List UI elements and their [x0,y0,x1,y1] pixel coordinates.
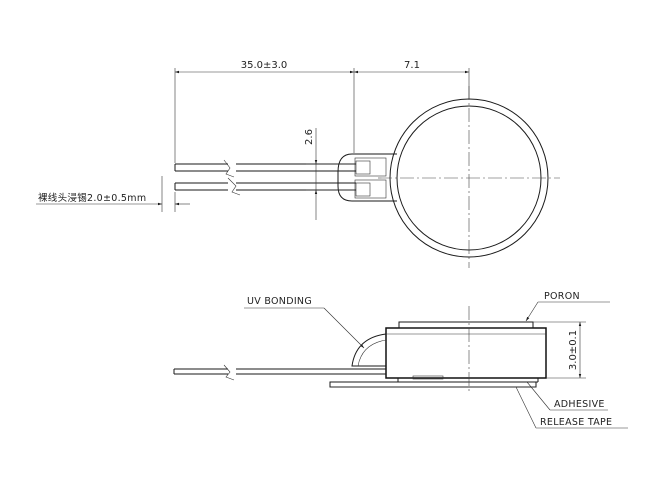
dim-pitch: 2.6 [304,128,356,220]
uv-bonding-dome [351,333,387,367]
dim-lead-length: 35.0±3.0 [174,60,355,163]
callout-adhesive-text: ADHESIVE [554,399,605,410]
callout-release-tape: RELEASE TAPE [515,386,628,429]
release-tape [329,381,537,388]
dim-offset-text: 7.1 [404,60,420,71]
dim-strip-length-text: 裸线头浸锡2.0±0.5mm [38,192,146,204]
dim-offset: 7.1 [354,60,470,99]
callout-poron-text: PORON [544,291,580,302]
dim-thickness: 3.0±0.1 [533,321,586,379]
dim-thickness-text: 3.0±0.1 [568,330,579,370]
dim-lead-length-text: 35.0±3.0 [241,60,288,71]
motor-body-side [385,327,547,379]
solder-pad-block [337,153,397,202]
side-view: 3.0±0.1 UV BONDING PORON ADHESIVE RELEAS… [173,291,628,429]
callout-adhesive: ADHESIVE [526,381,608,411]
callout-poron: PORON [525,291,610,322]
callout-uv-bonding-text: UV BONDING [247,296,312,307]
top-view: 35.0±3.0 7.1 2.6 裸线头浸锡2.0±0.5mm [36,60,560,268]
dim-pitch-text: 2.6 [304,129,315,145]
poron-layer [398,321,534,329]
dim-strip-length: 裸线头浸锡2.0±0.5mm [36,176,190,212]
callout-uv-bonding: UV BONDING [244,296,365,349]
lead-wires-side [173,364,386,381]
callout-release-tape-text: RELEASE TAPE [540,417,612,428]
